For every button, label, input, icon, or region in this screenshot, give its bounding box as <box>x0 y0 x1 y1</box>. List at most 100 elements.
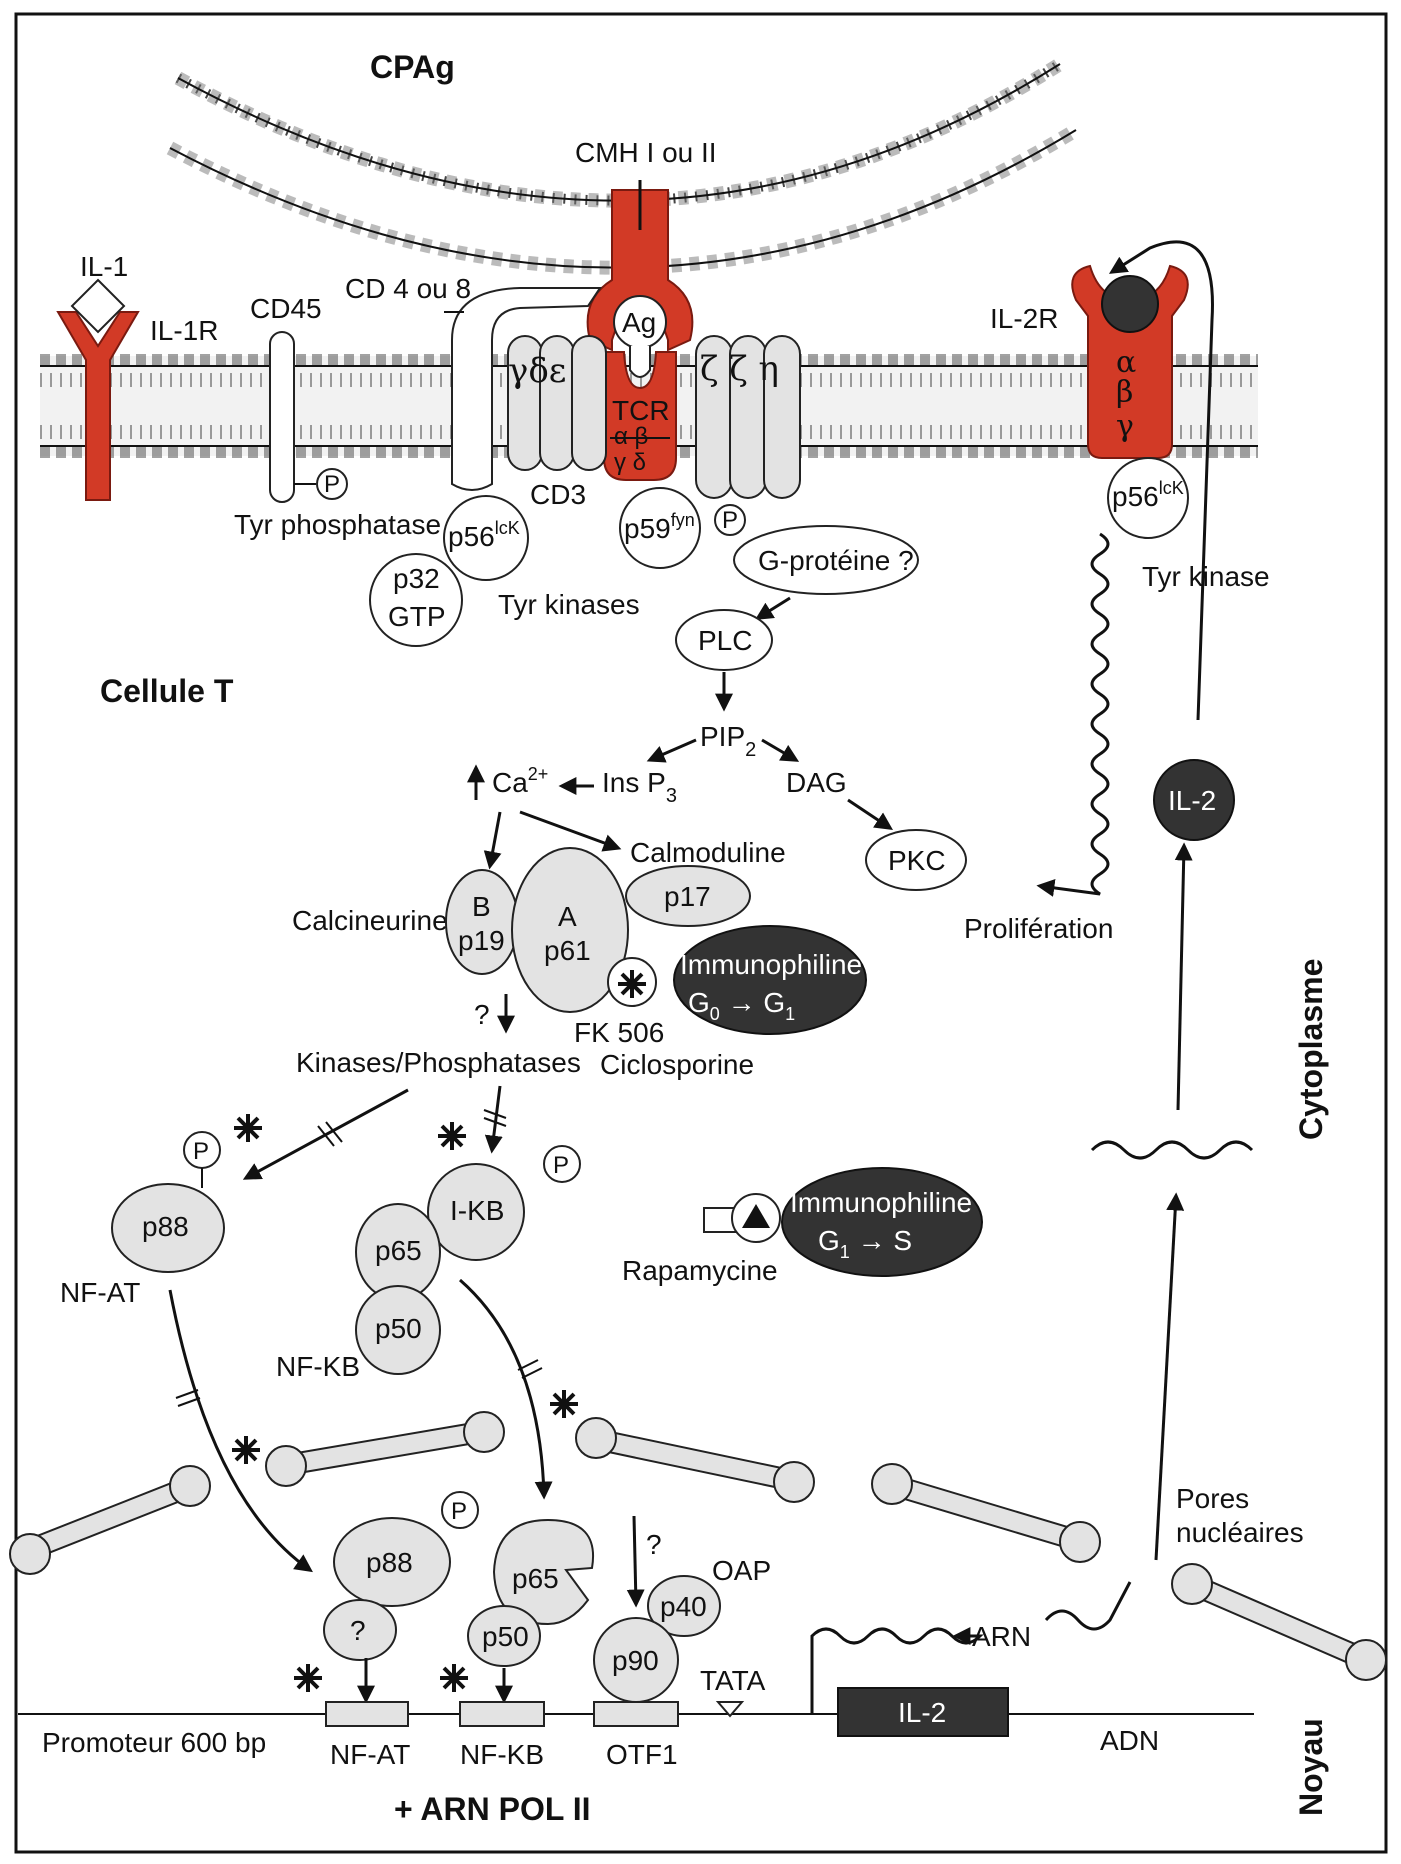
p65-nucleus <box>492 1518 594 1626</box>
p56lck-cd4 <box>443 495 529 581</box>
inhibitor-star-icon-4 <box>548 1388 580 1420</box>
otf1-site <box>593 1701 679 1727</box>
cd45 <box>269 331 348 503</box>
calcineurine-label: Calcineurine <box>292 905 448 936</box>
inhibitor-star-icon-1 <box>232 1112 264 1144</box>
cytoplasmic-mrna <box>1090 1140 1254 1160</box>
p88-nucleus-phospho-label: P <box>451 1498 467 1525</box>
oap-label: OAP <box>712 1555 771 1586</box>
p59fyn-phospho-label: P <box>722 507 738 534</box>
tcr-chains-bottom: γ δ <box>614 449 646 476</box>
fk506-star-icon <box>616 968 648 1000</box>
oap-arrow <box>626 1515 645 1608</box>
p88-cytoplasm <box>111 1183 225 1273</box>
g-protein <box>733 525 919 595</box>
mhc-label: CMH I ou II <box>575 137 717 168</box>
arn-label: ARN <box>972 1621 1031 1652</box>
figure-frame <box>14 12 1388 1854</box>
calcineurin-b-label: B <box>472 891 491 922</box>
nuclear-pores <box>9 1411 1387 1681</box>
p88-nucleus <box>333 1517 451 1607</box>
question-1: ? <box>474 999 490 1030</box>
rapamycine-label: Rapamycine <box>622 1255 778 1286</box>
p65-nucleus-label: p65 <box>512 1563 559 1594</box>
ca-calmodulin-arrow <box>519 810 622 852</box>
immunophilin-label-1: Immunophiline <box>680 949 862 980</box>
polymerase-label: + ARN POL II <box>394 1791 590 1827</box>
cd3-complex <box>507 335 607 471</box>
adn-label: ADN <box>1100 1725 1159 1756</box>
pip2-dag-arrow <box>761 738 800 762</box>
pkc-label: PKC <box>888 845 946 876</box>
p17-label: p17 <box>664 881 711 912</box>
tcr <box>603 351 677 481</box>
p65-cytoplasm-label: p65 <box>375 1235 422 1266</box>
nfkb-label: NF-KB <box>276 1351 360 1382</box>
p56lck-cd4-label: p56lcK <box>448 518 520 552</box>
nfkb-site <box>459 1701 545 1727</box>
g-protein-label: G-protéine ? <box>758 545 914 576</box>
p59fyn <box>619 487 701 569</box>
kinases-ikb-arrow <box>484 1085 503 1154</box>
p17 <box>625 865 751 927</box>
il2r-label: IL-2R <box>990 303 1058 334</box>
proliferation-wave <box>1036 532 1110 897</box>
il1-label: IL-1 <box>80 251 128 282</box>
cd45-label: CD45 <box>250 293 322 324</box>
il1r-label: IL-1R <box>150 315 218 346</box>
cd3-label: CD3 <box>530 479 586 510</box>
p88-cytoplasm-label: p88 <box>142 1211 189 1242</box>
p59fyn-phospho <box>714 504 746 536</box>
p50-nucleus-label: p50 <box>482 1621 529 1652</box>
il2-feedback-arrow <box>1108 240 1214 721</box>
rapamycine-triangle-icon <box>742 1204 770 1228</box>
dag-label: DAG <box>786 767 847 798</box>
p50-nucleus <box>467 1605 541 1667</box>
cd45-phospho: P <box>324 471 340 498</box>
inhibitor-star-icon-6 <box>438 1662 470 1694</box>
g1-s-label: G1 → S <box>818 1225 912 1262</box>
ca-calcineurin-arrow <box>483 811 502 870</box>
ikb-phospho-label: P <box>553 1152 569 1179</box>
nuclear-export-arrow <box>1154 1192 1185 1561</box>
p56lck-il2r <box>1107 457 1189 539</box>
proliferation-label: Prolifération <box>964 913 1113 944</box>
il2-protein-label: IL-2 <box>1168 785 1216 816</box>
g0-g1-label: G0 → G1 <box>688 987 795 1024</box>
il2-gene-label: IL-2 <box>898 1697 946 1728</box>
tata-label: TATA <box>700 1665 766 1696</box>
ikb <box>427 1163 525 1261</box>
ikb-phospho <box>543 1145 581 1183</box>
t-cell-label: Cellule T <box>100 673 234 709</box>
nfat-label: NF-AT <box>60 1277 140 1308</box>
ca-label: Ca2+ <box>492 764 548 798</box>
question-2: ? <box>646 1529 662 1560</box>
p88-phospho-label: P <box>193 1138 209 1165</box>
g-protein-plc-arrow <box>754 596 791 620</box>
promoteur-label: Promoteur 600 bp <box>42 1727 266 1758</box>
unknown-factor <box>323 1599 397 1661</box>
tcr-label: TCR <box>612 395 670 426</box>
calmoduline-label: Calmoduline <box>630 837 786 868</box>
tyr-phosphatase-label: Tyr phosphatase <box>234 509 441 540</box>
pip2-insp3-arrow <box>646 738 697 763</box>
p59fyn-label: p59fyn <box>624 510 695 544</box>
p40-label: p40 <box>660 1591 707 1622</box>
il2r-gamma: γ <box>1116 409 1134 444</box>
gtp-label: GTP <box>388 601 446 632</box>
cd3-chains: γδε <box>508 351 566 391</box>
inhibitor-star-icon-5 <box>292 1662 324 1694</box>
tyr-kinases-label: Tyr kinases <box>498 589 640 620</box>
il1-ligand <box>70 278 126 334</box>
kinases-nfat-arrow <box>242 1088 409 1180</box>
inhibitor-star-icon-2 <box>436 1120 468 1152</box>
il2r-alpha: α <box>1116 345 1136 380</box>
transcription-start <box>810 1627 984 1714</box>
p88-nucleus-phospho <box>441 1491 479 1529</box>
immunophilin-g1s <box>781 1167 983 1277</box>
tyr-kinase-label: Tyr kinase <box>1142 561 1270 592</box>
p56lck-il2r-label: p56lcK <box>1112 478 1184 512</box>
p90-label: p90 <box>612 1645 659 1676</box>
otf1-site-label: OTF1 <box>606 1739 678 1770</box>
inhibitor-star-icon-3 <box>230 1434 262 1466</box>
